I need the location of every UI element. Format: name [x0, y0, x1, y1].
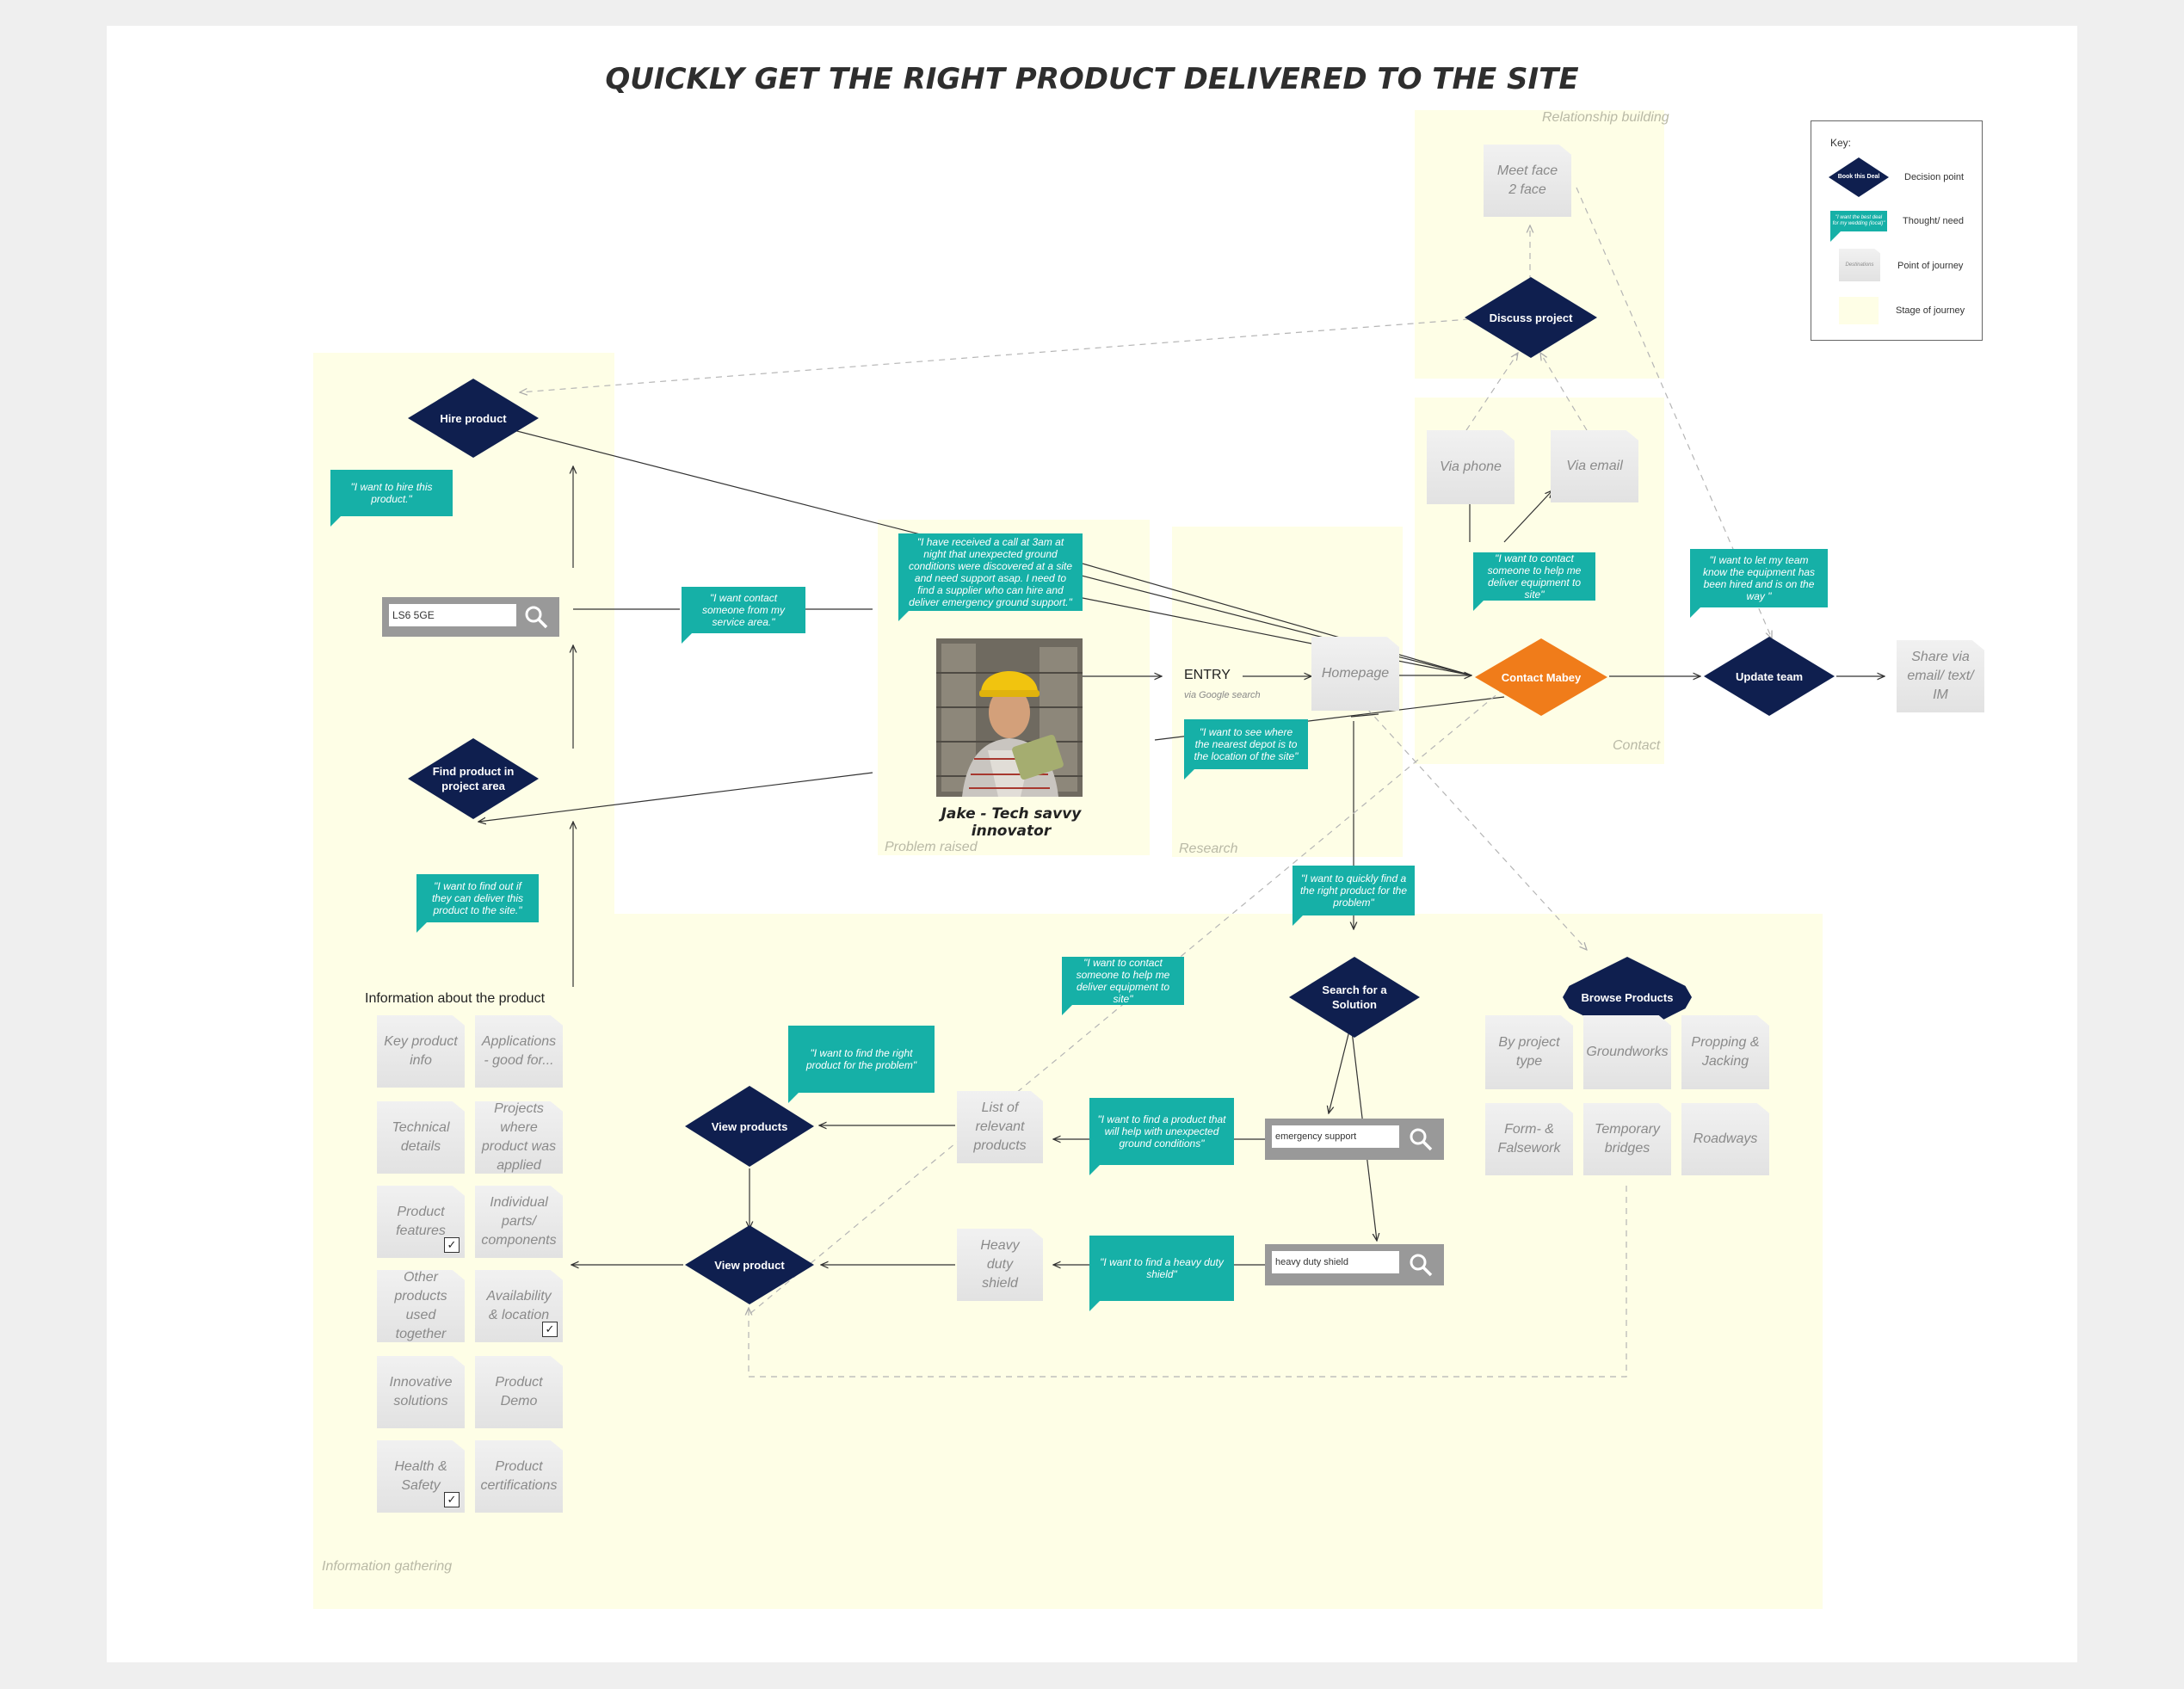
legend-point-label: Point of journey	[1897, 261, 1964, 271]
info-availability[interactable]: Availability & location✓	[475, 1270, 563, 1342]
browse-by-project-type[interactable]: By project type	[1485, 1015, 1573, 1089]
search-input-emergency[interactable]: emergency support	[1272, 1125, 1399, 1148]
info-other-products[interactable]: Other products used together	[377, 1270, 465, 1342]
stage-label-relationship: Relationship building	[1542, 110, 1669, 125]
info-individual-parts[interactable]: Individual parts/ components	[475, 1186, 563, 1258]
point-meet-face[interactable]: Meet face 2 face	[1484, 145, 1571, 217]
point-via-phone[interactable]: Via phone	[1427, 430, 1515, 504]
info-certifications[interactable]: Product certifications	[475, 1440, 563, 1513]
point-heavy-shield[interactable]: Heavy duty shield	[957, 1229, 1043, 1301]
thought-find-ground: "I want to find a product that will help…	[1089, 1098, 1234, 1175]
search-icon[interactable]	[1408, 1126, 1434, 1152]
point-via-email[interactable]: Via email	[1551, 430, 1638, 502]
thought-find-out: "I want to find out if they can deliver …	[416, 874, 539, 933]
point-list-products[interactable]: List of relevant products	[957, 1091, 1043, 1163]
info-heading: Information about the product	[365, 991, 546, 1006]
checkbox-features[interactable]: ✓	[444, 1237, 460, 1253]
persona-photo	[936, 638, 1083, 797]
info-key-product[interactable]: Key product info	[377, 1015, 465, 1088]
info-health-safety[interactable]: Health & Safety✓	[377, 1440, 465, 1513]
legend-decision-sample: Book this Deal	[1829, 157, 1889, 197]
journey-canvas: Relationship building Contact Research P…	[107, 26, 2077, 1662]
info-product-demo[interactable]: Product Demo	[475, 1356, 563, 1428]
search-input-postcode[interactable]: LS6 5GE	[389, 604, 516, 626]
legend-decision-label: Decision point	[1904, 172, 1965, 182]
persona-name: Jake - Tech savvy innovator	[941, 805, 1082, 840]
checkbox-availability[interactable]: ✓	[542, 1322, 558, 1337]
search-bar-shield[interactable]: heavy duty shield	[1265, 1244, 1444, 1285]
thought-right-product: "I want to find the right product for th…	[788, 1026, 935, 1103]
thought-nearest-depot: "I want to see where the nearest depot i…	[1184, 719, 1308, 780]
point-share[interactable]: Share via email/ text/ IM	[1897, 640, 1984, 712]
search-bar-emergency[interactable]: emergency support	[1265, 1119, 1444, 1160]
point-homepage[interactable]: Homepage	[1311, 637, 1399, 711]
search-icon[interactable]	[523, 604, 549, 630]
legend-thought-label: Thought/ need	[1903, 216, 1964, 226]
browse-groundworks[interactable]: Groundworks	[1583, 1015, 1671, 1089]
stage-label-information: Information gathering	[322, 1559, 453, 1574]
browse-roadways[interactable]: Roadways	[1681, 1103, 1769, 1175]
thought-find-shield: "I want to find a heavy duty shield"	[1089, 1236, 1234, 1311]
stage-label-research: Research	[1179, 841, 1238, 856]
checkbox-health-safety[interactable]: ✓	[444, 1492, 460, 1507]
thought-contact-deliver-2: "I want to contact someone to help me de…	[1062, 957, 1184, 1015]
legend-key: Key: Book this Deal Decision point "I wa…	[1811, 120, 1983, 341]
thought-let-team-know: "I want to let my team know the equipmen…	[1690, 549, 1828, 618]
legend-stage-label: Stage of journey	[1896, 305, 1965, 316]
legend-heading: Key:	[1830, 137, 1852, 149]
search-bar-postcode[interactable]: LS6 5GE	[382, 597, 559, 637]
page-title: QUICKLY GET THE RIGHT PRODUCT DELIVERED …	[605, 62, 1579, 96]
legend-stage-sample	[1839, 297, 1879, 324]
thought-contact-service: "I want contact someone from my service …	[682, 587, 805, 644]
thought-hire: "I want to hire this product."	[330, 470, 453, 527]
info-innovative[interactable]: Innovative solutions	[377, 1356, 465, 1428]
legend-thought-sample: "I want the best deal for my wedding (lo…	[1830, 211, 1887, 242]
browse-form-falsework[interactable]: Form- & Falsework	[1485, 1103, 1573, 1175]
info-technical-details[interactable]: Technical details	[377, 1101, 465, 1174]
info-applications[interactable]: Applications - good for...	[475, 1015, 563, 1088]
browse-temporary-bridges[interactable]: Temporary bridges	[1583, 1103, 1671, 1175]
info-projects-applied[interactable]: Projects where product was applied	[475, 1101, 563, 1174]
thought-contact-deliver: "I want to contact someone to help me de…	[1473, 552, 1595, 611]
stage-label-contact: Contact	[1613, 738, 1661, 753]
stage-label-problem: Problem raised	[885, 840, 978, 854]
thought-quickly-find: "I want to quickly find a the right prod…	[1293, 866, 1415, 926]
search-icon[interactable]	[1408, 1252, 1434, 1278]
connector-lines	[472, 187, 2077, 1378]
thought-received-call: "I have received a call at 3am at night …	[898, 533, 1083, 621]
legend-point-sample: Destinations	[1839, 249, 1880, 281]
entry-label: ENTRY	[1184, 668, 1231, 682]
entry-sub: via Google search	[1184, 690, 1261, 700]
browse-propping-jacking[interactable]: Propping & Jacking	[1681, 1015, 1769, 1089]
info-product-features[interactable]: Product features✓	[377, 1186, 465, 1258]
search-input-shield[interactable]: heavy duty shield	[1272, 1251, 1399, 1273]
